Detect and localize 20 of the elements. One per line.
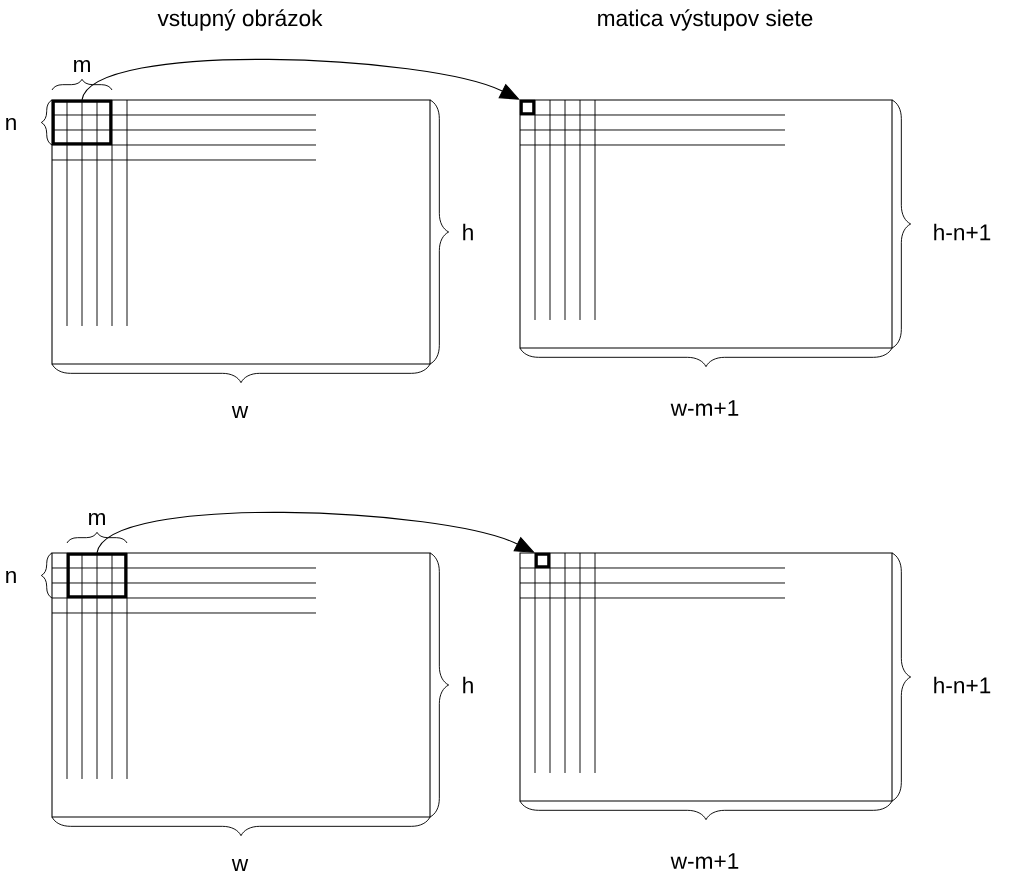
dimension-label: h [463,676,473,694]
dimension-label: h-n+1 [934,223,991,241]
dimension-label: w-m+1 [670,400,739,416]
arrow [81,58,520,101]
arrow [96,511,535,554]
dimension-label: m [89,512,105,526]
window-frame [66,552,128,599]
dimension-label: w [231,859,249,871]
dimension-label: h-n+1 [934,676,991,694]
window-frame [51,99,113,146]
dimension-label: m [74,59,90,73]
window-frame [534,552,551,569]
window-frame [519,99,536,116]
dimension-label: n [6,117,16,131]
dimension-label: n [6,570,16,584]
dimension-label: h [463,223,473,241]
dimension-label: w [231,406,249,418]
dimension-label: vstupný obrázok [157,9,323,31]
dimension-label: matica výstupov siete [598,9,813,31]
dimension-label: w-m+1 [670,853,739,869]
